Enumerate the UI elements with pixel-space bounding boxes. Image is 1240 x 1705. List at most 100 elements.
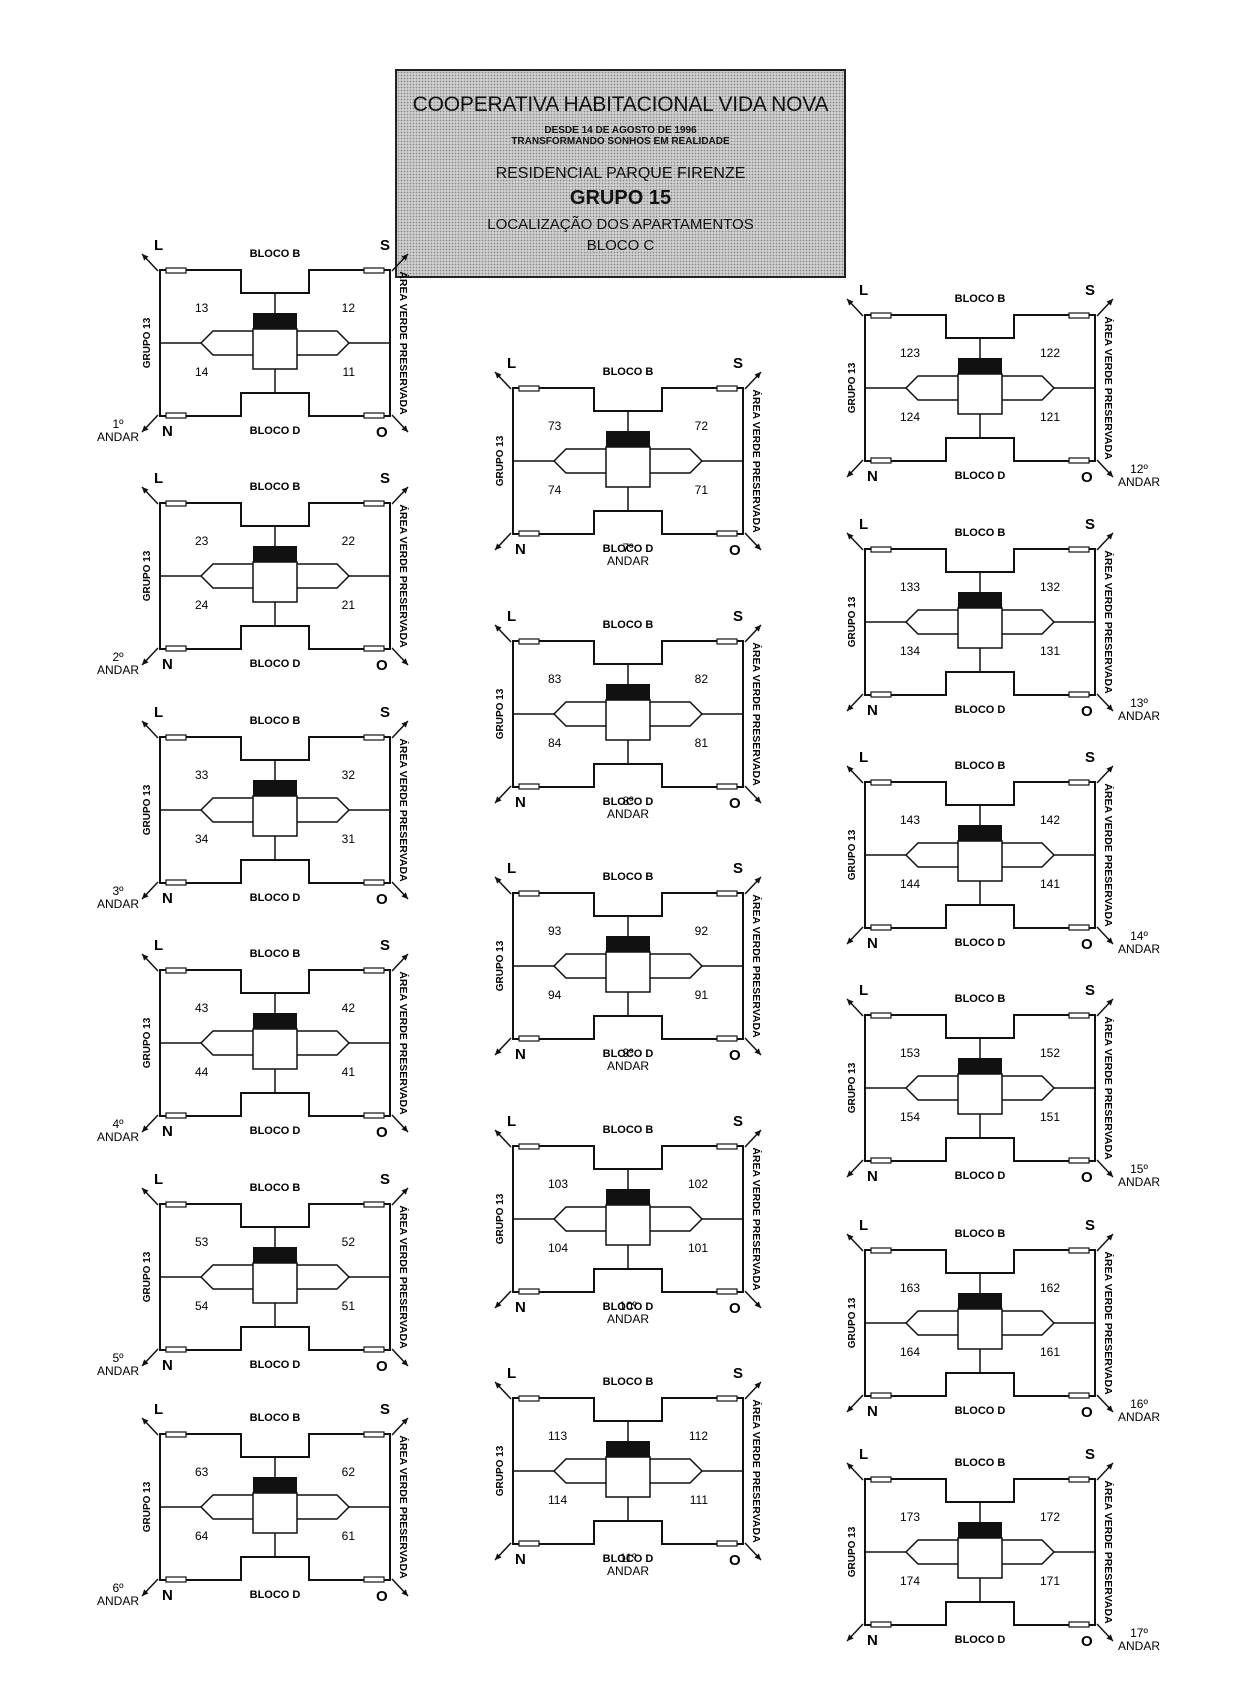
elevator-block [958, 1293, 1002, 1309]
window [716, 1395, 738, 1402]
unit-number: 91 [695, 988, 709, 1002]
unit-number: 23 [195, 534, 209, 548]
floor-number: 1º [112, 417, 124, 431]
unit-number: 153 [900, 1046, 920, 1060]
unit-number: 123 [900, 346, 920, 360]
arrow-head-icon [847, 533, 854, 540]
unit-number: 62 [342, 1465, 356, 1479]
building-outline [512, 1145, 744, 1293]
elevator-block [958, 1522, 1002, 1538]
south-block-label: BLOCO D [603, 543, 654, 555]
direction-label: S [733, 1365, 743, 1382]
unit-number: 63 [195, 1465, 209, 1479]
floor-number: 13º [1130, 696, 1148, 710]
direction-label: L [154, 1171, 163, 1188]
unit-number: 43 [195, 1001, 209, 1015]
floor-word: ANDAR [97, 1364, 139, 1378]
window [518, 530, 540, 537]
south-block-label: BLOCO D [250, 1125, 301, 1137]
since-date: DESDE 14 DE AGOSTO DE 1996 [544, 125, 697, 136]
arrow-head-icon [142, 892, 149, 899]
window [870, 779, 892, 786]
direction-label: N [162, 423, 173, 440]
window [1068, 1476, 1090, 1483]
arrow-head-icon [847, 704, 854, 711]
arrow-head-icon [401, 892, 408, 899]
window [716, 385, 738, 392]
direction-label: S [1085, 1446, 1095, 1463]
arrow-head-icon [142, 254, 149, 261]
direction-label: L [154, 470, 163, 487]
group-13-label: GRUPO 13 [495, 435, 506, 486]
group-13-label: GRUPO 13 [142, 550, 153, 601]
north-block-label: BLOCO B [955, 1457, 1006, 1469]
arrow-head-icon [401, 658, 408, 665]
cooperative-title: COOPERATIVA HABITACIONAL VIDA NOVA [412, 93, 829, 116]
south-block-label: BLOCO D [955, 937, 1006, 949]
direction-label: S [380, 937, 390, 954]
window [870, 924, 892, 931]
window [165, 1576, 187, 1583]
window [363, 1346, 385, 1353]
direction-label: O [1081, 936, 1093, 953]
arrow-head-icon [401, 954, 408, 961]
north-block-label: BLOCO B [250, 481, 301, 493]
direction-label: O [1081, 1169, 1093, 1186]
arrow-head-icon [495, 543, 502, 550]
group-13-label: GRUPO 13 [495, 940, 506, 991]
direction-label: N [867, 702, 878, 719]
direction-label: L [507, 1365, 516, 1382]
elevator-block [253, 1247, 297, 1263]
lobby [957, 373, 1003, 415]
north-block-label: BLOCO B [603, 1124, 654, 1136]
window [1068, 779, 1090, 786]
arrow-head-icon [1106, 999, 1113, 1006]
unit-number: 173 [900, 1510, 920, 1524]
floor-word: ANDAR [1118, 709, 1160, 723]
window [716, 530, 738, 537]
window [165, 1431, 187, 1438]
direction-label: L [154, 937, 163, 954]
window [165, 645, 187, 652]
north-block-label: BLOCO B [603, 366, 654, 378]
unit-number: 13 [195, 301, 209, 315]
direction-label: L [507, 860, 516, 877]
window [165, 1346, 187, 1353]
arrow-head-icon [1106, 704, 1113, 711]
window [363, 267, 385, 274]
unit-number: 103 [548, 1177, 568, 1191]
unit-number: 33 [195, 768, 209, 782]
north-block-label: BLOCO B [955, 993, 1006, 1005]
elevator-block [253, 313, 297, 329]
arrow-head-icon [847, 1405, 854, 1412]
unit-number: 51 [342, 1299, 356, 1313]
building-outline [512, 1397, 744, 1545]
unit-number: 133 [900, 580, 920, 594]
direction-label: N [162, 1357, 173, 1374]
unit-number: 81 [695, 736, 709, 750]
direction-label: N [162, 890, 173, 907]
arrow-head-icon [495, 1130, 502, 1137]
group-13-label: GRUPO 13 [142, 317, 153, 368]
direction-label: S [733, 355, 743, 372]
green-area-label: ÁREA VERDE PRESERVADA [1102, 1251, 1115, 1395]
arrow-head-icon [1106, 299, 1113, 306]
south-block-label: BLOCO D [603, 1048, 654, 1060]
north-block-label: BLOCO B [250, 948, 301, 960]
floor-number: 11º [620, 1551, 637, 1565]
direction-label: O [376, 1124, 388, 1141]
floor-number: 10º [619, 1299, 637, 1313]
unit-number: 143 [900, 813, 920, 827]
direction-label: S [1085, 516, 1095, 533]
north-block-label: BLOCO B [955, 760, 1006, 772]
direction-label: S [1085, 1217, 1095, 1234]
south-block-label: BLOCO D [955, 470, 1006, 482]
south-block-label: BLOCO D [250, 1589, 301, 1601]
unit-number: 93 [548, 924, 562, 938]
group-13-label: GRUPO 13 [847, 596, 858, 647]
direction-label: O [376, 424, 388, 441]
window [1068, 1247, 1090, 1254]
north-block-label: BLOCO B [603, 1376, 654, 1388]
direction-label: N [162, 1587, 173, 1604]
